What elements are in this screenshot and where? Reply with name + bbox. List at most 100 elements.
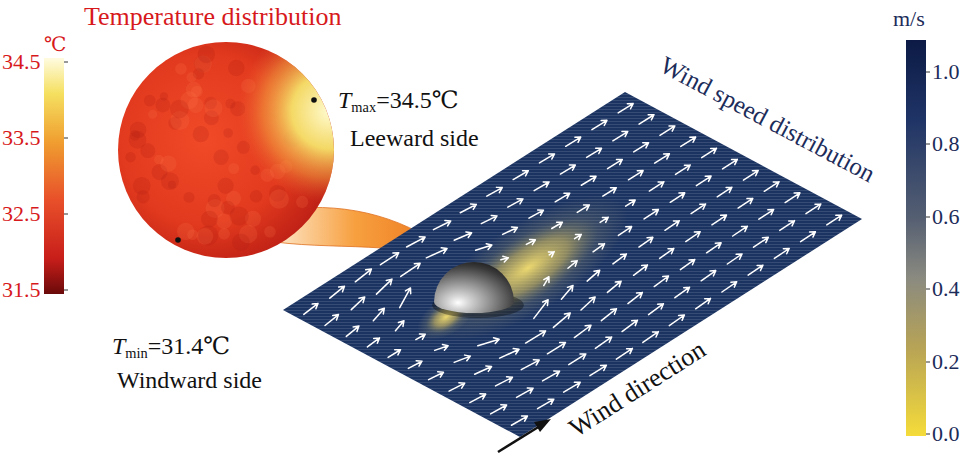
flow-arrow — [634, 265, 648, 275]
flow-arrow — [395, 321, 404, 331]
flow-arrow — [702, 148, 717, 157]
flow-arrow — [351, 297, 364, 310]
tick-label: 0.0 — [932, 423, 960, 445]
flow-arrow — [707, 243, 722, 253]
flow-arrow — [407, 237, 426, 247]
tick-label: 0.4 — [932, 278, 960, 300]
flow-arrow — [566, 137, 581, 146]
unit-label: ℃ — [44, 34, 66, 54]
value-callout: Tmin=31.4℃ — [112, 334, 230, 358]
axis-label: Wind direction — [565, 336, 710, 442]
flow-arrow — [680, 259, 694, 269]
tick-mark — [926, 434, 930, 435]
flow-arrow — [560, 165, 575, 174]
flow-arrow — [325, 315, 338, 326]
flow-arrow — [460, 204, 476, 213]
flow-arrow — [827, 215, 842, 225]
flow-arrow — [376, 279, 392, 294]
wind-direction-arrow — [498, 419, 551, 452]
flow-arrow — [575, 234, 582, 239]
value: =34.5℃ — [376, 87, 458, 113]
value: =31.4℃ — [148, 333, 230, 359]
panel-title: Temperature distribution — [84, 4, 341, 30]
flow-arrow — [743, 171, 758, 181]
flow-arrow — [555, 193, 570, 202]
flow-arrow — [470, 394, 486, 403]
flow-arrow — [785, 193, 800, 203]
min-point — [175, 237, 181, 243]
flow-arrow — [764, 182, 779, 192]
flow-arrow — [373, 308, 384, 321]
flow-arrow — [603, 188, 616, 196]
flow-arrow — [513, 171, 528, 180]
flow-arrow — [548, 252, 554, 257]
tick-label: 33.5 — [2, 127, 41, 149]
flow-arrow — [416, 334, 425, 339]
flow-arrow — [496, 377, 513, 386]
flow-arrow — [574, 325, 591, 337]
flow-arrow — [534, 182, 549, 191]
tick-mark — [926, 362, 930, 363]
flow-arrow — [478, 338, 499, 346]
flow-arrow — [691, 204, 706, 214]
flow-arrow — [723, 159, 738, 169]
flow-arrow — [649, 182, 664, 191]
panel-title: Wind speed distribution — [656, 52, 879, 186]
flow-arrow — [552, 222, 563, 228]
flow-arrow — [748, 265, 763, 275]
flow-arrow — [449, 383, 465, 391]
flow-arrow — [774, 248, 789, 258]
flow-arrow — [649, 304, 664, 315]
flow-arrow — [600, 217, 608, 222]
flow-arrow — [400, 288, 411, 308]
flow-arrow — [454, 355, 470, 362]
flow-arrow — [665, 221, 679, 231]
flow-arrow — [806, 204, 821, 214]
flow-arrow — [529, 210, 544, 218]
flow-arrow — [587, 148, 602, 157]
flow-arrow — [587, 270, 600, 281]
flow-arrow — [433, 221, 450, 230]
value-callout: Tmax=34.5℃ — [338, 88, 459, 112]
flow-arrow — [543, 371, 560, 381]
flow-arrow — [717, 187, 732, 197]
flow-arrow — [780, 221, 795, 231]
max-point — [311, 97, 317, 103]
wind-plane — [283, 92, 862, 437]
flow-arrow — [595, 337, 611, 348]
flow-arrow — [639, 115, 654, 124]
flow-arrow — [613, 254, 626, 264]
flow-arrow — [526, 331, 546, 343]
tick-mark — [926, 72, 930, 73]
tick-mark — [926, 144, 930, 145]
wake-glow — [407, 169, 648, 367]
flow-arrow — [590, 365, 606, 375]
flow-arrow — [521, 360, 539, 370]
flow-arrow — [569, 354, 586, 365]
flow-arrow — [759, 210, 774, 220]
flow-arrow — [622, 320, 637, 331]
flow-arrow — [738, 198, 753, 208]
flow-arrow — [534, 300, 548, 319]
flow-arrow — [618, 227, 631, 236]
low-speed-zone — [407, 169, 648, 367]
sphere — [118, 42, 334, 258]
plane-stripes — [283, 92, 862, 437]
flow-arrow — [568, 261, 577, 269]
temperature-colorbar — [44, 58, 64, 294]
flow-arrow — [676, 165, 691, 174]
tick-label: 32.5 — [2, 203, 41, 225]
flow-arrow — [643, 332, 659, 343]
arrow-head — [534, 419, 551, 432]
unit-label: m/s — [893, 8, 925, 30]
flow-arrow — [487, 187, 502, 196]
flow-arrow — [712, 215, 727, 225]
flow-arrow — [435, 345, 448, 351]
flow-arrow — [613, 132, 628, 141]
flow-arrow — [538, 399, 554, 409]
tick-label: 1.0 — [932, 61, 960, 83]
flow-arrow — [754, 237, 769, 247]
flow-arrow — [581, 176, 596, 185]
flow-arrow — [526, 239, 535, 244]
flow-arrow — [553, 313, 570, 327]
